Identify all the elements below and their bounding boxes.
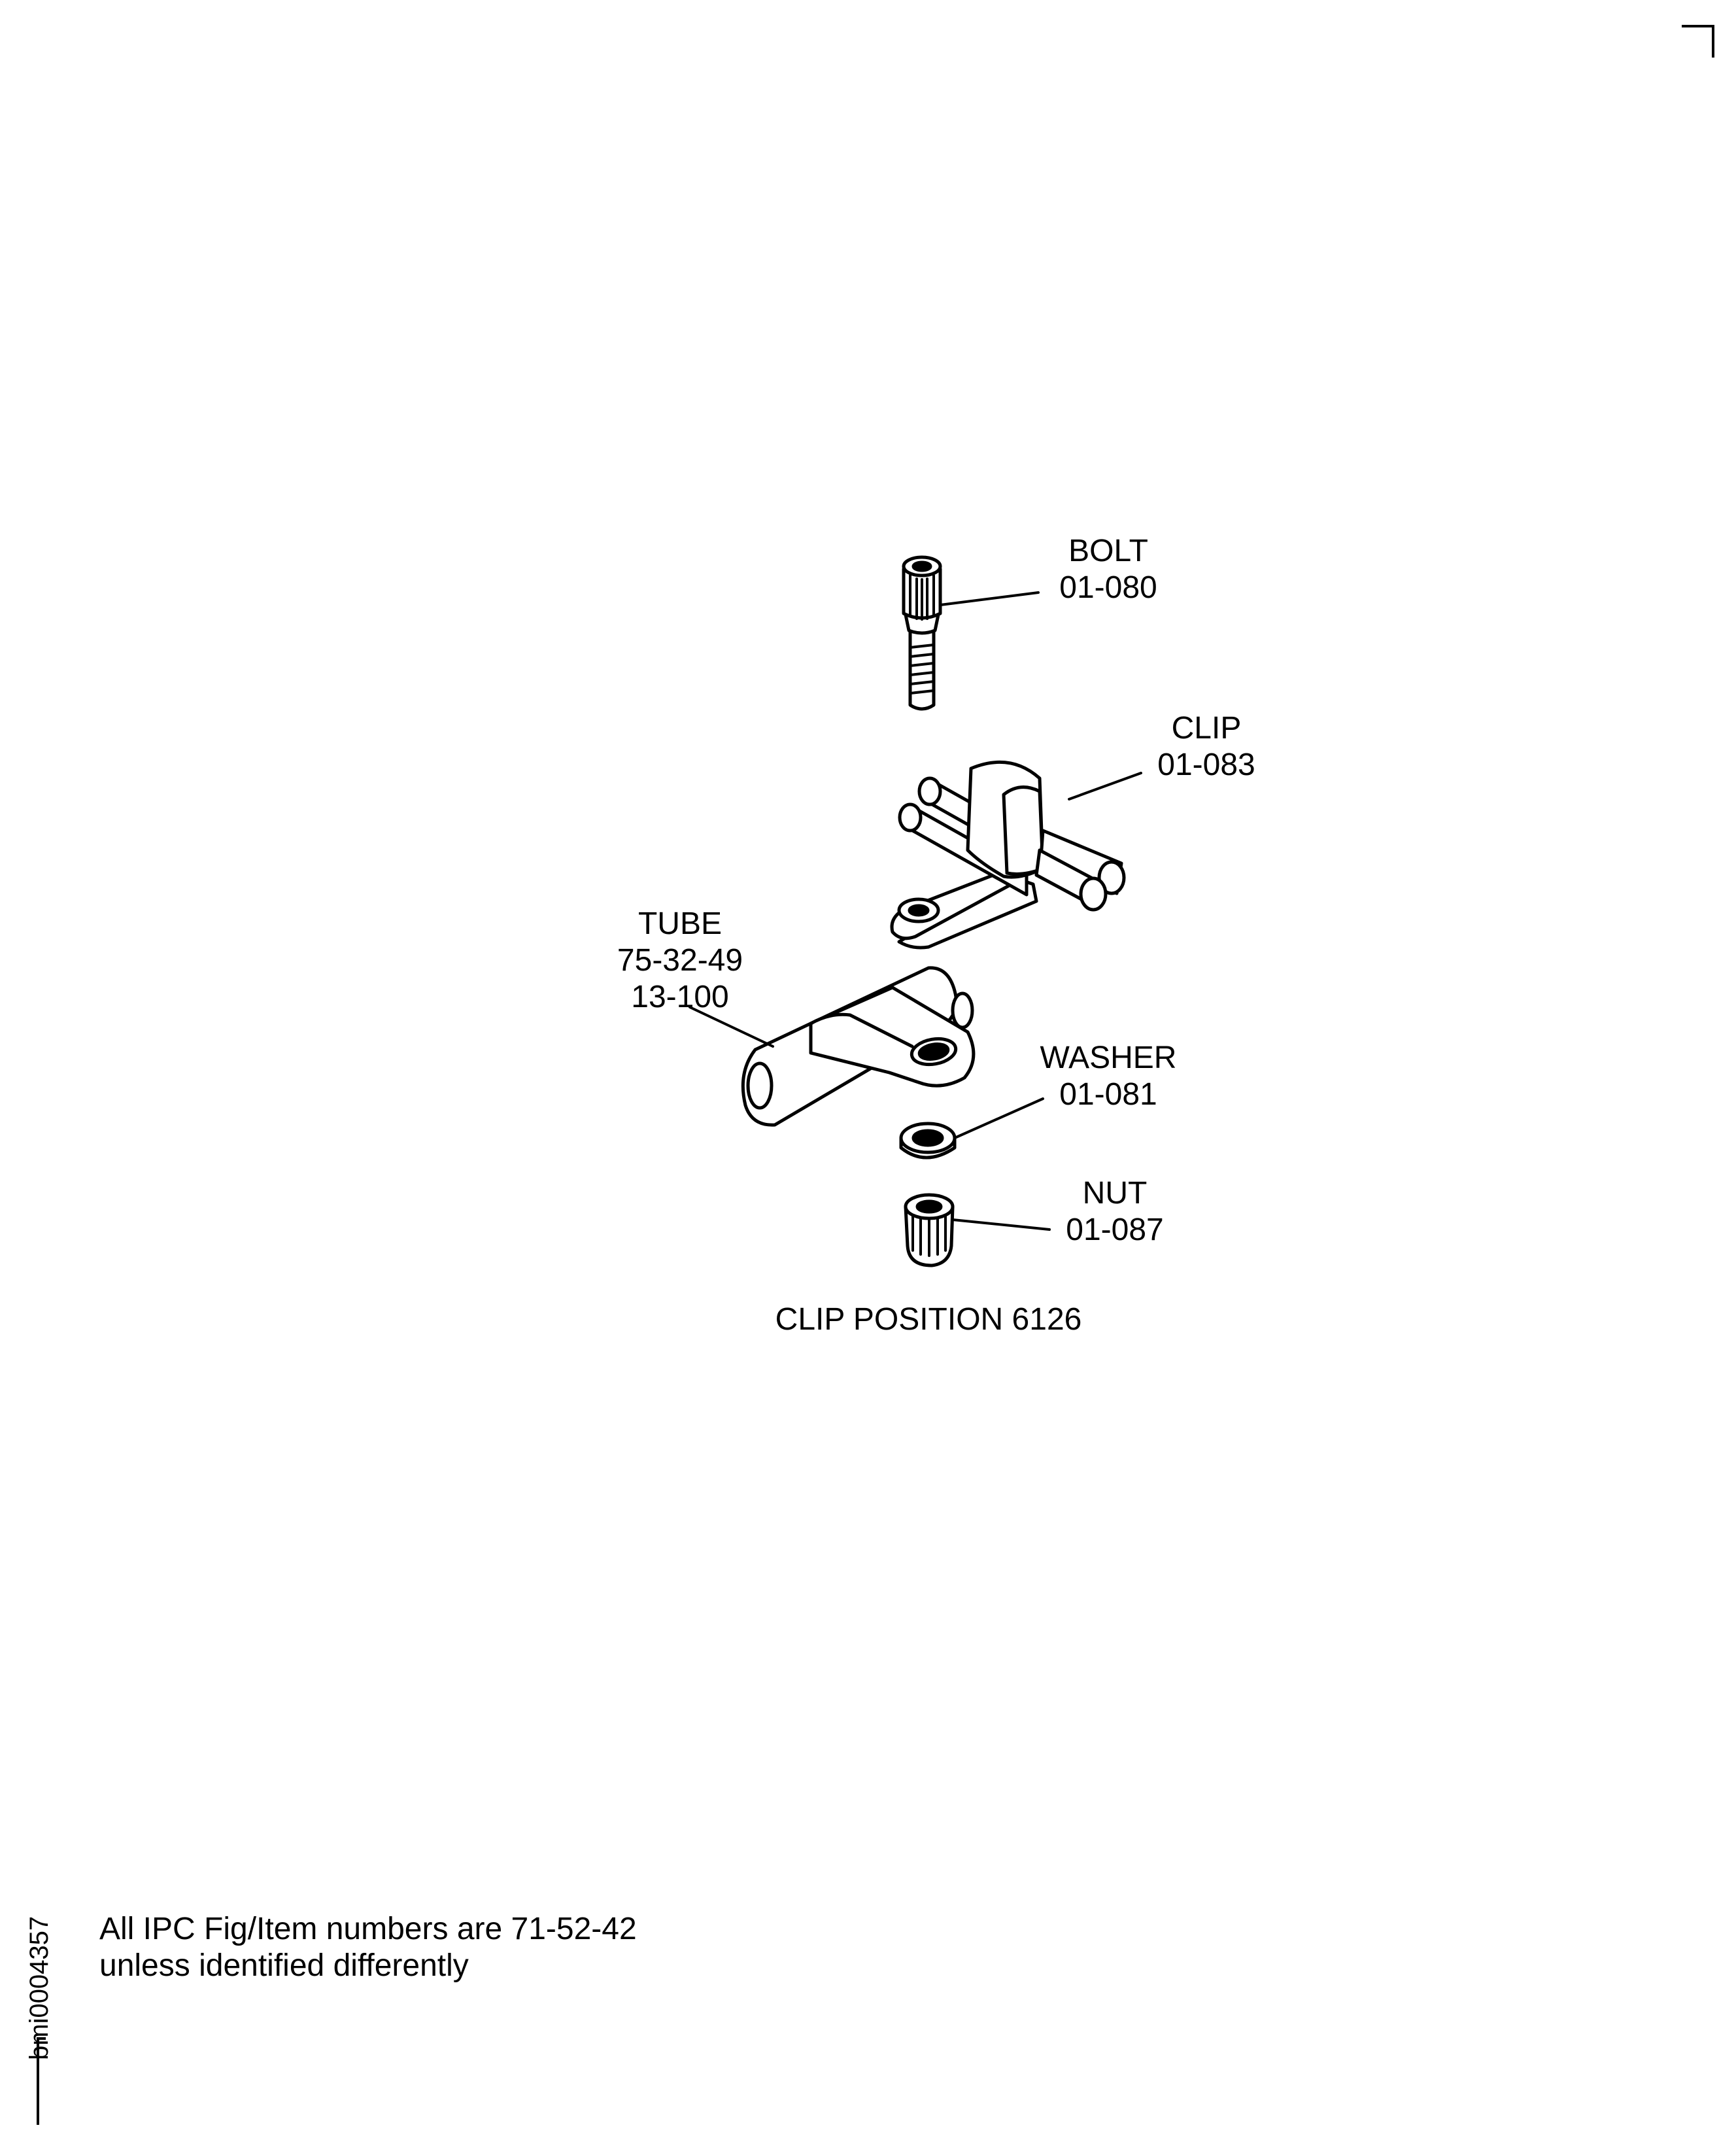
corner-crop-mark	[1682, 25, 1714, 58]
clip-leader-line	[1068, 772, 1142, 800]
nut-name-label: NUT	[1082, 1176, 1148, 1211]
tube-number-label: 75-32-49	[617, 943, 743, 978]
ipc-note-line-1: All IPC Fig/Item numbers are 71-52-42	[99, 1912, 637, 1946]
bolt-leader-line	[939, 591, 1040, 606]
tube-name-label: TUBE	[638, 906, 722, 941]
bolt-part	[902, 555, 942, 711]
clip-number-label: 01-083	[1157, 748, 1255, 782]
washer-leader-line	[953, 1097, 1044, 1139]
nut-number-label: 01-087	[1066, 1213, 1164, 1247]
nut-part	[904, 1193, 955, 1267]
tube-callout: TUBE 75-32-49 13-100	[585, 906, 775, 1016]
clip-name-label: CLIP	[1171, 711, 1242, 746]
bolt-number-label: 01-080	[1059, 570, 1157, 605]
nut-leader-line	[951, 1218, 1051, 1231]
tube-sub-number-label: 13-100	[631, 980, 729, 1014]
ipc-note-line-2: unless identified differently	[99, 1948, 469, 1983]
ipc-note: All IPC Fig/Item numbers are 71-52-42 un…	[99, 1911, 637, 1984]
tube-leader-line	[689, 1006, 774, 1048]
tube-part	[741, 966, 976, 1127]
washer-number-label: 01-081	[1059, 1077, 1157, 1112]
clip-callout: CLIP 01-083	[1112, 710, 1301, 783]
document-id: bmi0004357	[25, 1916, 54, 2060]
washer-callout: WASHER 01-081	[1013, 1040, 1203, 1113]
bolt-name-label: BOLT	[1068, 534, 1148, 568]
washer-part	[899, 1122, 957, 1160]
clip-part	[890, 760, 1126, 950]
document-id-bracket	[37, 2037, 46, 2125]
washer-name-label: WASHER	[1040, 1041, 1177, 1075]
nut-callout: NUT 01-087	[1020, 1175, 1210, 1248]
figure-caption: CLIP POSITION 6126	[775, 1302, 1082, 1337]
bolt-callout: BOLT 01-080	[1013, 533, 1203, 606]
